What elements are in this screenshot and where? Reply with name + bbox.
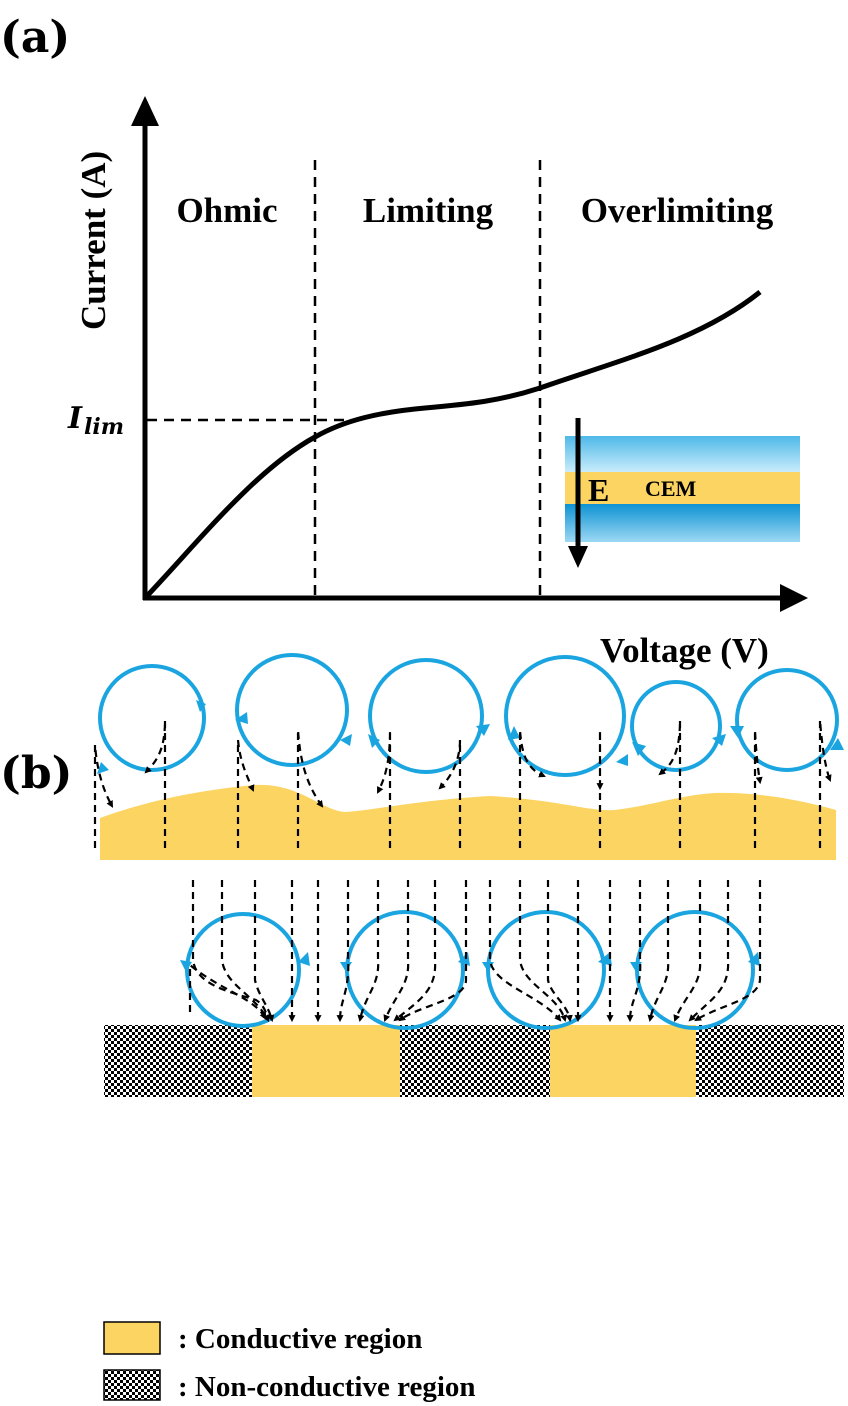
upper-current-lines	[93, 719, 832, 848]
vortex-arrowhead	[598, 952, 612, 966]
vortex-arrowhead	[630, 962, 642, 972]
region-label-ohmic: Ohmic	[176, 191, 277, 230]
vortex	[630, 680, 722, 772]
vortex-arrowhead	[180, 960, 192, 972]
non-conductive-region	[400, 1025, 550, 1097]
vortex	[235, 653, 349, 767]
vortex	[345, 910, 465, 1030]
vortex-arrowhead	[340, 734, 352, 746]
vortex	[486, 910, 606, 1030]
non-conductive-region	[104, 1025, 252, 1097]
vortex-arrowhead	[476, 724, 490, 736]
current-line	[658, 719, 682, 848]
vortex-arrowhead	[730, 726, 744, 738]
cem-layer	[565, 472, 800, 504]
lower-vortex-row	[180, 910, 760, 1030]
wavy-conductive-surface	[100, 784, 836, 860]
current-line	[377, 729, 392, 848]
legend-swatch-non-conductive	[103, 1369, 161, 1401]
current-line	[818, 719, 832, 848]
y-axis-label: Current (A)	[74, 151, 113, 330]
current-line	[438, 739, 462, 848]
current-line	[398, 880, 468, 1022]
current-line	[518, 880, 568, 1023]
current-line	[753, 729, 763, 848]
conductive-region	[550, 1025, 696, 1097]
vortex	[735, 668, 839, 772]
cem-label: CEM	[645, 476, 697, 501]
iv-curve	[144, 290, 762, 599]
current-line	[253, 880, 275, 1023]
vortex-arrowhead	[97, 762, 109, 774]
current-line	[694, 880, 762, 1022]
current-line	[236, 739, 255, 848]
current-line	[93, 744, 114, 848]
vortex	[504, 655, 626, 777]
y-axis-arrowhead	[131, 96, 159, 126]
vortex-arrowhead	[235, 712, 248, 724]
current-line	[144, 719, 167, 848]
electric-field-label: E	[588, 472, 609, 508]
panel-a-label: (a)	[0, 12, 70, 63]
lower-current-lines	[188, 880, 762, 1023]
region-label-limiting: Limiting	[363, 191, 494, 230]
vortex	[635, 910, 755, 1030]
panel-a: (a) Ohmic Limiting Overlimiting Current …	[0, 12, 808, 670]
non-conductive-region	[696, 1025, 844, 1097]
legend-label-non-conductive: : Non-conductive region	[178, 1371, 476, 1403]
current-line	[546, 880, 573, 1023]
current-line	[488, 880, 562, 1022]
vortex-arrowhead	[712, 734, 726, 746]
vortex-arrowhead	[748, 952, 760, 966]
vortex	[98, 664, 206, 772]
vortex	[368, 658, 484, 774]
region-label-overlimiting: Overlimiting	[581, 191, 774, 230]
conductive-region	[252, 1025, 400, 1097]
vortex-arrowhead	[830, 738, 844, 750]
legend: : Conductive region : Non-conductive reg…	[103, 1321, 476, 1403]
lower-solution-layer	[565, 504, 800, 542]
current-line	[357, 880, 380, 1023]
cem-inset: E CEM	[565, 418, 800, 568]
current-line	[220, 880, 269, 1022]
panel-b-label: (b)	[0, 748, 72, 799]
vortex	[185, 912, 301, 1028]
vortex-arrowhead	[340, 962, 352, 972]
electric-field-arrowhead	[568, 546, 588, 568]
legend-swatch-conductive	[103, 1321, 161, 1355]
current-line	[647, 880, 670, 1023]
vortex-arrowhead	[508, 726, 520, 740]
current-line	[626, 880, 642, 1023]
vortex-arrowhead	[632, 742, 646, 756]
x-axis-arrowhead	[780, 584, 808, 612]
upper-vortex-row	[97, 653, 844, 777]
vortex-arrowhead	[196, 700, 206, 712]
current-line	[188, 962, 266, 1020]
current-line	[688, 880, 730, 1022]
ilim-label: Ilim	[67, 401, 124, 440]
current-line	[383, 880, 410, 1022]
vortex-arrowhead	[368, 734, 380, 748]
vortex-arrowhead	[298, 952, 310, 966]
vortex-arrowhead	[616, 754, 628, 766]
current-line	[336, 880, 350, 1023]
x-axis-label: Voltage (V)	[600, 631, 769, 670]
panel-b: (b)	[0, 653, 844, 1403]
current-line	[393, 880, 437, 1022]
current-line	[518, 729, 546, 848]
upper-solution-layer	[565, 436, 800, 472]
current-line	[191, 880, 271, 1023]
legend-label-conductive: : Conductive region	[178, 1323, 422, 1355]
current-line	[673, 880, 702, 1022]
